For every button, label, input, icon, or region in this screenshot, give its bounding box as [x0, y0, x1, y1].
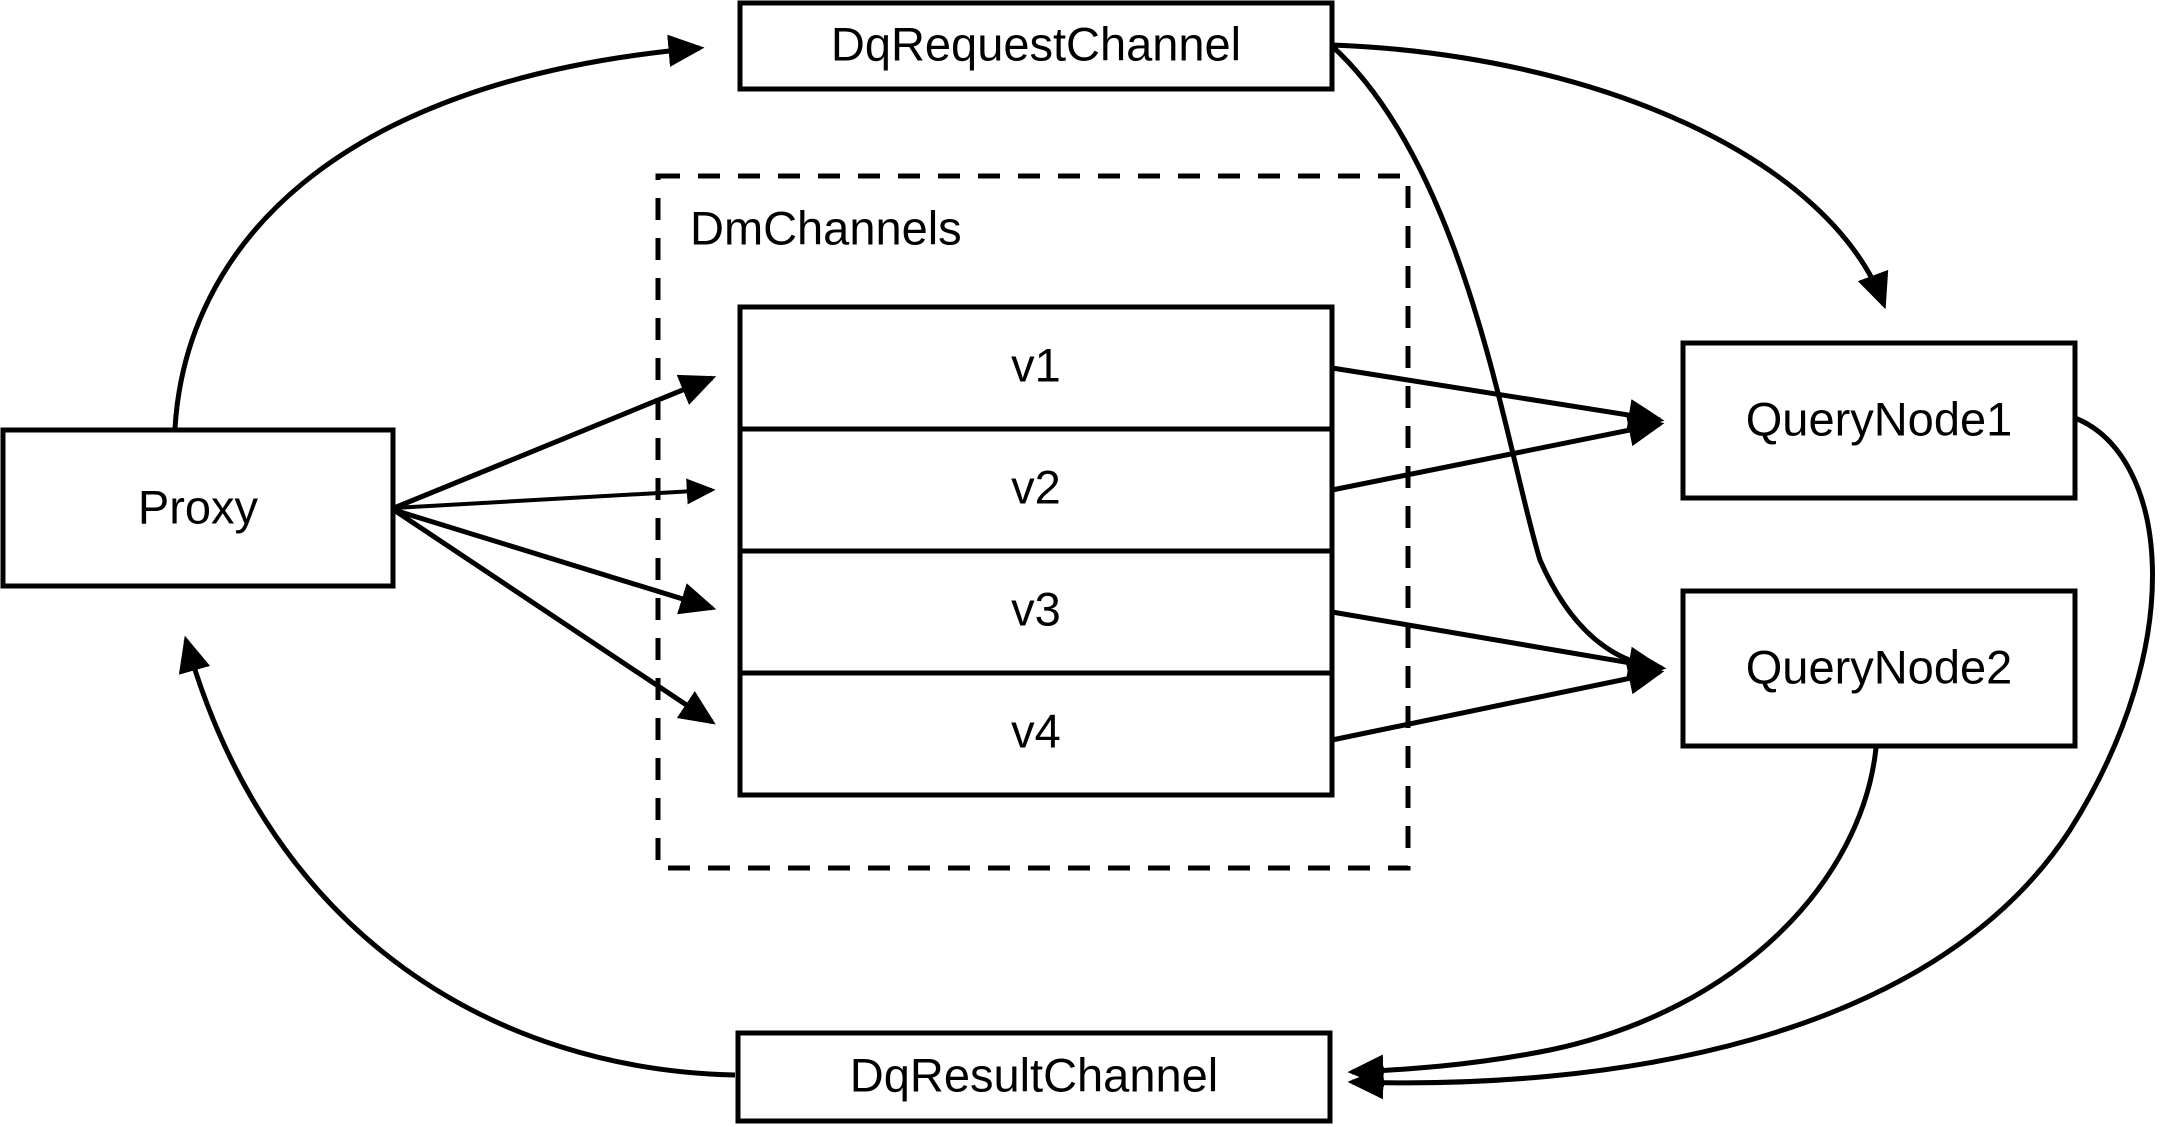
edge-proxy-to-v1 — [393, 374, 717, 511]
edge-v2-to-querynode1 — [1331, 414, 1665, 493]
node-dq-request-channel[interactable]: DqRequestChannel — [737, 0, 1335, 92]
dm-channel-stack: v1 v2 v3 v4 — [737, 304, 1335, 798]
query-node-2-label: QueryNode2 — [1746, 640, 2013, 693]
node-dq-result-channel[interactable]: DqResultChannel — [735, 1030, 1333, 1124]
proxy-label: Proxy — [138, 480, 259, 533]
channel-v1-label: v1 — [1011, 338, 1061, 391]
edge-dqrequestchannel-to-querynode1 — [1331, 42, 1889, 310]
edge-querynode2-to-dqresultchannel — [1347, 747, 1879, 1087]
query-node-1-box[interactable] — [1680, 340, 2078, 501]
channel-v4-label: v4 — [1011, 704, 1061, 757]
edge-v4-to-querynode2 — [1331, 662, 1665, 743]
edge-proxy-to-dqrequestchannel — [172, 34, 705, 429]
dq-request-channel-label: DqRequestChannel — [831, 17, 1241, 70]
node-proxy[interactable]: Proxy — [0, 427, 396, 589]
channel-v3-label: v3 — [1011, 582, 1061, 635]
edge-layer — [172, 34, 2155, 1100]
dm-channels-group-label: DmChannels — [690, 201, 962, 254]
dq-request-channel-box[interactable] — [737, 0, 1335, 92]
query-node-1-label: QueryNode1 — [1746, 392, 2013, 445]
edge-v1-to-querynode1 — [1331, 365, 1665, 432]
edge-dqresultchannel-to-proxy — [178, 635, 736, 1078]
channel-v1-box[interactable] — [737, 304, 1335, 432]
channel-v3-box[interactable] — [737, 548, 1335, 676]
dm-channels-group-border — [655, 173, 1411, 871]
query-node-2-box[interactable] — [1680, 588, 2078, 749]
node-query-node-2[interactable]: QueryNode2 — [1680, 588, 2078, 749]
edge-querynode1-to-dqresultchannel — [1347, 415, 2155, 1100]
node-query-node-1[interactable]: QueryNode1 — [1680, 340, 2078, 501]
channel-v2-label: v2 — [1011, 460, 1061, 513]
dm-channels-group: DmChannels — [655, 173, 1411, 871]
edge-v3-to-querynode2 — [1331, 609, 1665, 679]
dq-result-channel-label: DqResultChannel — [850, 1048, 1218, 1101]
channel-v2-box[interactable] — [737, 426, 1335, 554]
edge-proxy-to-v3 — [393, 507, 717, 615]
proxy-box[interactable] — [0, 427, 396, 589]
edge-proxy-to-v2 — [393, 478, 716, 510]
dq-result-channel-box[interactable] — [735, 1030, 1333, 1124]
channel-v4-box[interactable] — [737, 670, 1335, 798]
edge-proxy-to-v4 — [392, 507, 716, 725]
edge-dqrequestchannel-to-querynode2 — [1330, 44, 1667, 681]
